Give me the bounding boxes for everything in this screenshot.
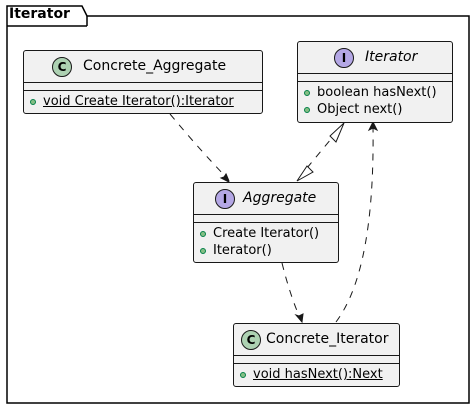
method-item: Iterator() <box>194 243 338 260</box>
edge-concrete-aggregate-to-aggregate <box>169 113 230 184</box>
class-header: C Concrete_Iterator <box>234 324 399 355</box>
method-signature: Iterator() <box>213 243 272 258</box>
section-divider <box>298 81 452 82</box>
method-item: boolean hasNext() <box>298 85 452 102</box>
methods-section: boolean hasNext() Object next() <box>298 82 452 122</box>
method-signature: Object next() <box>317 102 403 117</box>
public-visibility-icon <box>200 248 206 254</box>
methods-section: void Create Iterator():Iterator <box>24 91 262 114</box>
edge-concrete-iterator-to-iterator <box>335 120 379 323</box>
class-header: C Concrete_Aggregate <box>24 51 262 82</box>
interface-stereotype-badge: I <box>215 189 235 209</box>
interface-aggregate[interactable]: I Aggregate Create Iterator() Iterator() <box>193 182 339 263</box>
fields-section <box>234 356 399 363</box>
hollow-triangle-icon <box>296 165 314 182</box>
method-signature: void hasNext():Next <box>253 367 383 382</box>
edge-aggregate-to-concrete-iterator <box>281 262 304 324</box>
section-divider <box>194 214 338 215</box>
fields-section <box>194 215 338 222</box>
method-item: Object next() <box>298 102 452 119</box>
arrowhead-icon <box>294 313 304 324</box>
package-title: Iterator <box>9 6 70 22</box>
method-signature: boolean hasNext() <box>317 85 437 100</box>
interface-iterator[interactable]: I Iterator boolean hasNext() Object next… <box>297 41 453 123</box>
public-visibility-icon <box>200 231 206 237</box>
interface-stereotype-badge: I <box>334 48 354 68</box>
class-stereotype-badge: C <box>241 330 261 350</box>
interface-name: Aggregate <box>243 190 317 206</box>
methods-section: void hasNext():Next <box>234 364 399 387</box>
class-concrete-iterator[interactable]: C Concrete_Iterator void hasNext():Next <box>233 323 400 387</box>
method-signature: Create Iterator() <box>213 226 320 241</box>
section-divider <box>194 222 338 223</box>
fields-section <box>298 74 452 81</box>
public-visibility-icon <box>304 90 310 96</box>
package-frame <box>6 5 470 404</box>
section-divider <box>234 363 399 364</box>
public-visibility-icon <box>30 99 36 105</box>
section-divider <box>234 355 399 356</box>
arrowhead-icon <box>219 172 230 184</box>
method-item: void Create Iterator():Iterator <box>24 94 262 111</box>
section-divider <box>24 90 262 91</box>
methods-section: Create Iterator() Iterator() <box>194 223 338 263</box>
fields-section <box>24 83 262 90</box>
public-visibility-icon <box>240 372 246 378</box>
hollow-triangle-icon <box>329 122 345 143</box>
public-visibility-icon <box>304 107 310 113</box>
method-item: Create Iterator() <box>194 226 338 243</box>
class-header: I Iterator <box>298 42 452 73</box>
interface-name: Iterator <box>365 49 418 65</box>
section-divider <box>298 73 452 74</box>
class-header: I Aggregate <box>194 183 338 214</box>
section-divider <box>24 82 262 83</box>
arrowhead-icon <box>367 120 379 132</box>
method-signature: void Create Iterator():Iterator <box>43 94 234 109</box>
class-stereotype-badge: C <box>52 57 72 77</box>
class-name: Concrete_Iterator <box>266 331 389 347</box>
class-name: Concrete_Aggregate <box>83 58 227 74</box>
class-concrete-aggregate[interactable]: C Concrete_Aggregate void Create Iterato… <box>23 50 263 114</box>
method-item: void hasNext():Next <box>234 367 399 384</box>
edge-aggregate-implements-iterator <box>296 122 345 182</box>
